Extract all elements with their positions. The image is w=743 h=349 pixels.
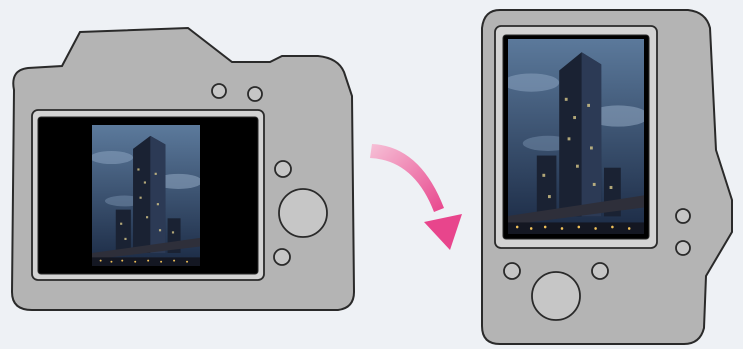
left-control-dial (279, 189, 327, 237)
camera-back-portrait-icon (482, 10, 732, 344)
left-preview-photo (90, 125, 202, 266)
right-control-button-right (592, 263, 608, 279)
left-top-button-1 (212, 84, 226, 98)
right-control-dial (532, 272, 580, 320)
right-preview-photo (503, 37, 649, 235)
left-control-button-top (275, 161, 291, 177)
right-side-button-2 (676, 241, 690, 255)
right-control-button-left (504, 263, 520, 279)
rotation-arrow-head (424, 214, 462, 250)
rotation-arrow-shaft (370, 144, 444, 212)
left-control-button-bottom (274, 249, 290, 265)
left-top-button-2 (248, 87, 262, 101)
right-side-button-1 (676, 209, 690, 223)
camera-back-landscape-icon (12, 28, 354, 310)
rotate-clockwise-arrow-icon (370, 144, 462, 250)
